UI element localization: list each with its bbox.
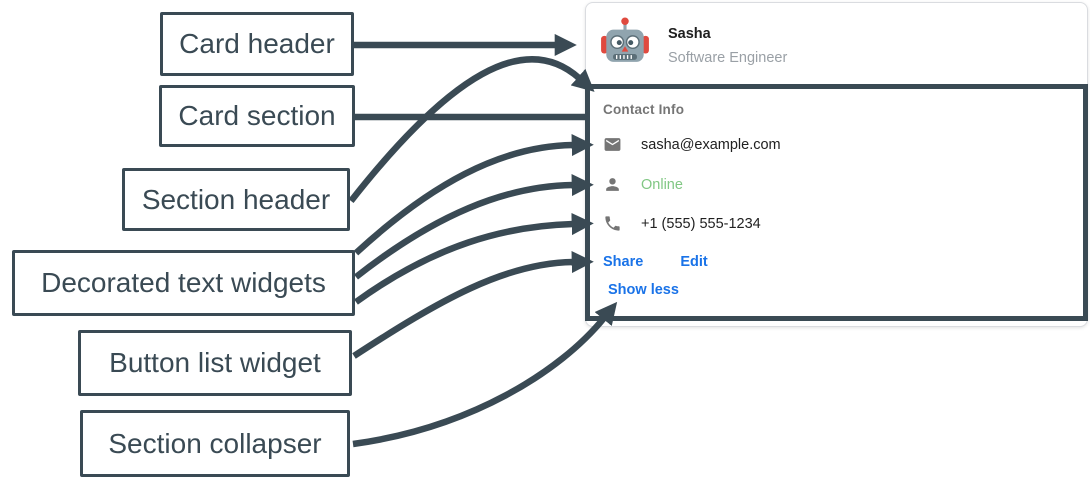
email-text: sasha@example.com — [641, 136, 781, 153]
label-card-section: Card section — [159, 85, 355, 147]
decorated-text-email: sasha@example.com — [603, 135, 781, 154]
card-section: Contact Info sasha@example.com Online +1… — [585, 84, 1088, 321]
section-header: Contact Info — [603, 102, 685, 117]
label-decorated-text-widgets: Decorated text widgets — [12, 250, 355, 316]
status-text: Online — [641, 176, 683, 193]
robot-icon — [601, 17, 649, 62]
arrow-section-collapser — [352, 301, 618, 448]
decorated-text-status: Online — [603, 175, 683, 194]
email-icon — [604, 138, 621, 151]
arrow-section-header — [348, 56, 595, 204]
section-collapser-link[interactable]: Show less — [608, 282, 679, 298]
arrow-decorated-phone — [354, 212, 594, 305]
phone-icon — [605, 216, 620, 231]
card-header: Sasha Software Engineer — [585, 2, 1088, 84]
share-button[interactable]: Share — [603, 254, 644, 270]
card — [585, 2, 1088, 327]
person-icon — [606, 178, 619, 191]
label-section-header: Section header — [122, 168, 350, 231]
label-section-collapser: Section collapser — [80, 410, 350, 477]
card-section-outline — [585, 84, 1088, 321]
label-button-list-widget: Button list widget — [78, 330, 352, 396]
card-header-subtitle: Software Engineer — [668, 50, 788, 66]
arrow-decorated-status — [353, 173, 594, 280]
arrow-button-list — [352, 250, 594, 359]
button-list: Share Edit — [603, 254, 708, 270]
arrow-decorated-email — [353, 133, 594, 256]
label-card-header: Card header — [160, 12, 354, 76]
decorated-text-phone: +1 (555) 555-1234 — [603, 214, 761, 233]
phone-text: +1 (555) 555-1234 — [641, 215, 761, 232]
edit-button[interactable]: Edit — [680, 254, 708, 270]
card-header-name: Sasha — [668, 26, 711, 42]
